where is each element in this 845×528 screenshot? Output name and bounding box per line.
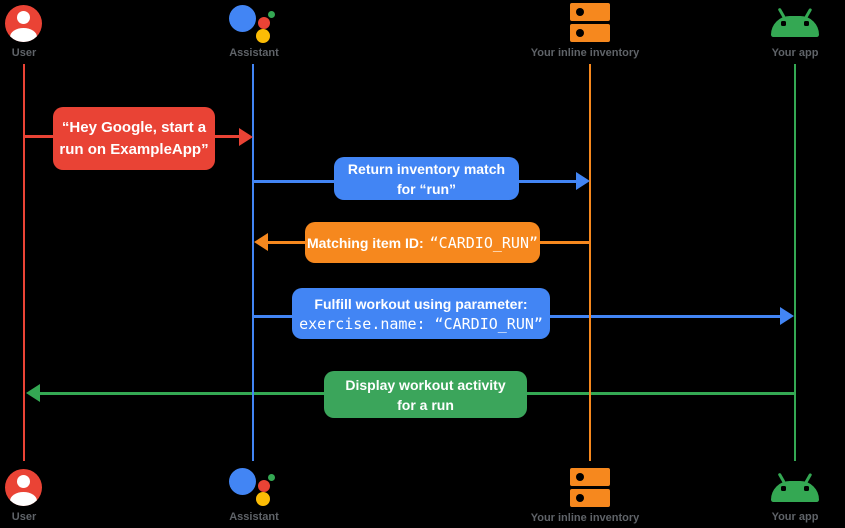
message-text: Matching item ID:	[306, 234, 424, 251]
message-box-matching-item-id: Matching item ID: “CARDIO_RUN”	[305, 222, 540, 263]
arrowhead-left-icon	[26, 384, 40, 402]
android-eye	[804, 21, 809, 26]
message-text: Fulfill workout using parameter:	[314, 295, 528, 312]
arrowhead-right-icon	[239, 128, 253, 146]
inventory-server-icon	[570, 3, 610, 42]
user-head-shape	[17, 475, 30, 488]
assistant-blue-dot	[229, 5, 256, 32]
user-icon	[5, 469, 42, 506]
lifeline-inventory	[589, 64, 591, 461]
actor-label-inventory: Your inline inventory	[530, 512, 640, 524]
actor-label-user: User	[11, 511, 37, 523]
assistant-blue-dot	[229, 468, 256, 495]
assistant-yellow-dot	[256, 492, 270, 506]
arrowhead-right-icon	[780, 307, 794, 325]
arrowhead-left-icon	[254, 233, 268, 251]
android-icon	[771, 6, 819, 37]
lifeline-assistant	[252, 64, 254, 461]
actor-label-assistant: Assistant	[229, 47, 279, 59]
server-slab	[570, 489, 610, 507]
inventory-server-icon	[570, 468, 610, 507]
message-box-return-inventory-match: Return inventory match for “run”	[334, 157, 519, 200]
actor-label-assistant: Assistant	[229, 511, 279, 523]
server-slab	[570, 468, 610, 486]
message-code: exercise.name: “CARDIO_RUN”	[299, 314, 543, 333]
message-box-display-workout: Display workout activity for a run	[324, 371, 527, 418]
actor-label-app: Your app	[771, 47, 819, 59]
assistant-yellow-dot	[256, 29, 270, 43]
arrowhead-right-icon	[576, 172, 590, 190]
message-text: for a run	[397, 396, 454, 413]
lifeline-app	[794, 64, 796, 461]
message-text: for “run”	[396, 180, 457, 197]
message-text: Return inventory match	[347, 160, 506, 177]
message-text: “Hey Google, start a	[61, 118, 207, 136]
android-eye	[781, 21, 786, 26]
assistant-red-dot	[258, 17, 270, 29]
message-box-hey-google: “Hey Google, start a run on ExampleApp”	[53, 107, 215, 170]
assistant-green-dot	[268, 11, 275, 18]
message-code: “CARDIO_RUN”	[429, 233, 539, 252]
actor-label-app: Your app	[771, 511, 819, 523]
android-icon	[771, 471, 819, 502]
message-text: Display workout activity	[345, 376, 506, 393]
message-box-fulfill-workout: Fulfill workout using parameter: exercis…	[292, 288, 550, 339]
user-head-shape	[17, 11, 30, 24]
user-icon	[5, 5, 42, 42]
user-body-shape	[10, 28, 37, 42]
android-eye	[804, 486, 809, 491]
server-slab	[570, 3, 610, 21]
actor-label-inventory: Your inline inventory	[530, 47, 640, 59]
google-assistant-icon	[225, 0, 281, 46]
android-eye	[781, 486, 786, 491]
assistant-green-dot	[268, 474, 275, 481]
android-head	[771, 16, 819, 37]
lifeline-user	[23, 64, 25, 461]
user-body-shape	[10, 492, 37, 506]
android-head	[771, 481, 819, 502]
message-text: run on ExampleApp”	[59, 140, 209, 158]
assistant-red-dot	[258, 480, 270, 492]
server-slab	[570, 24, 610, 42]
actor-label-user: User	[11, 47, 37, 59]
google-assistant-icon	[225, 463, 281, 509]
